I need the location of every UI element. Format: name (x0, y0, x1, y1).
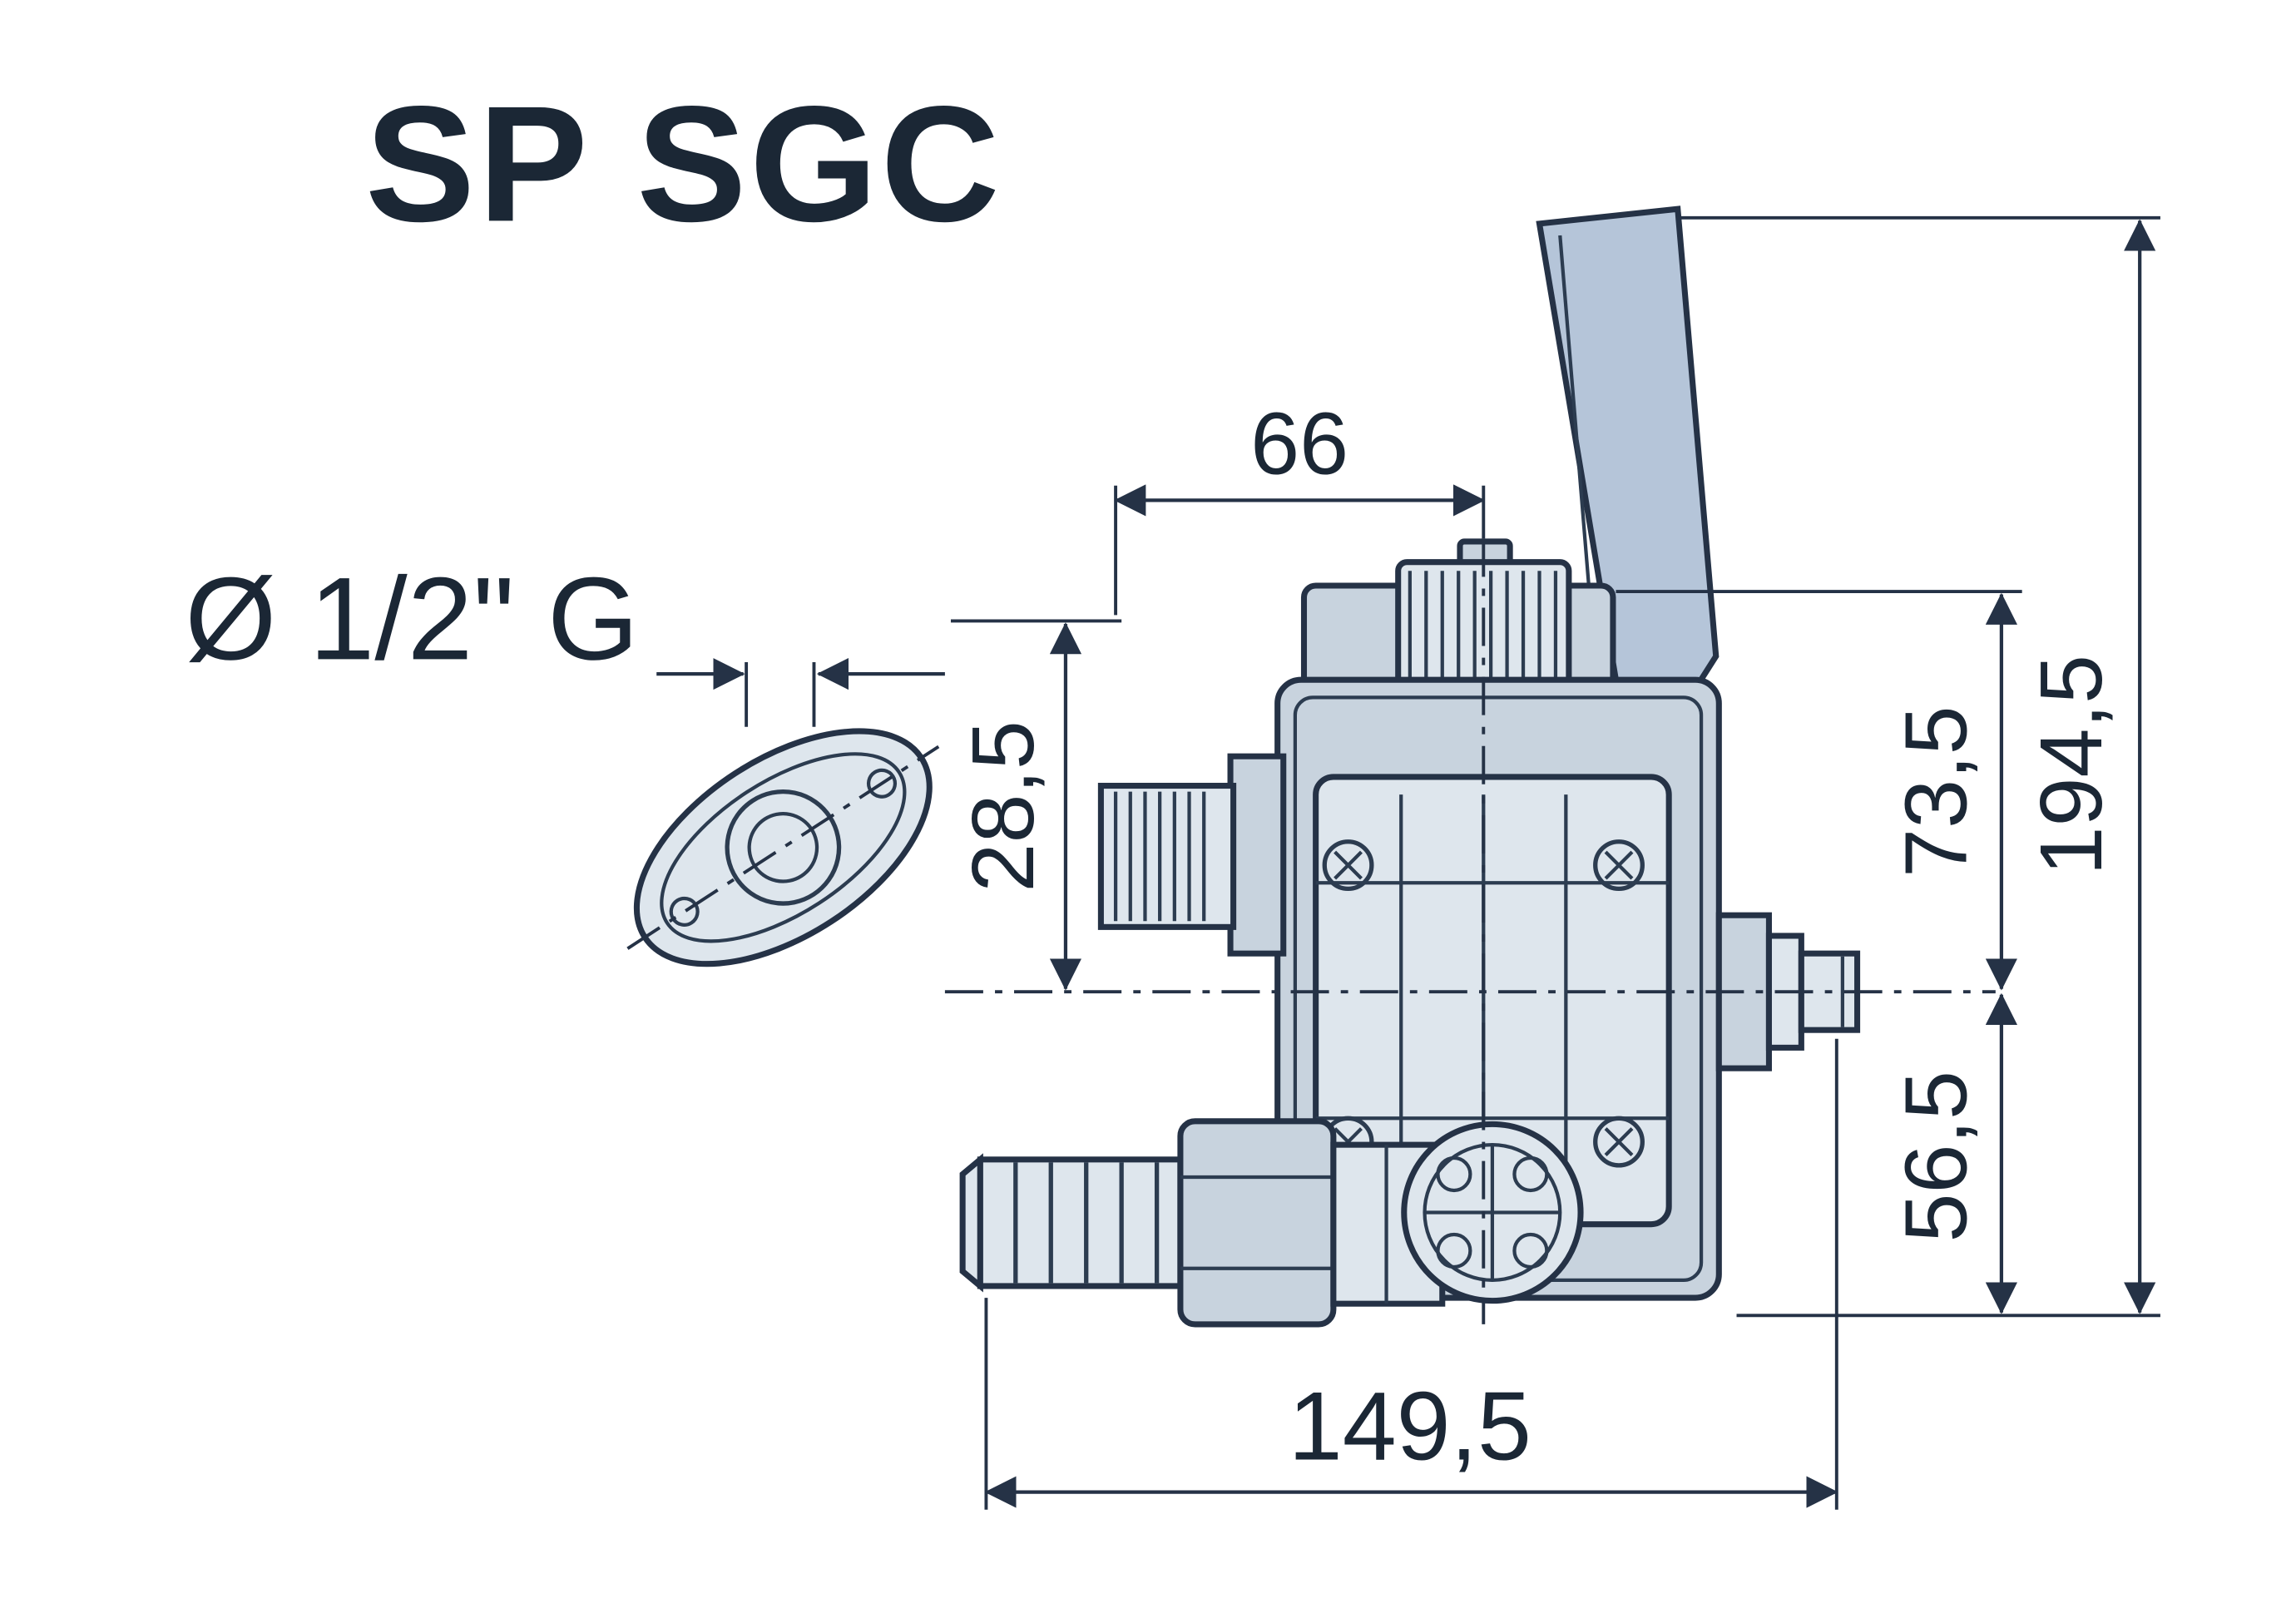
dim-label-top-width: 66 (1250, 395, 1348, 493)
dimension-overall-length: 149,5 (984, 1038, 1838, 1510)
dim-label-inlet-offset: 28,5 (954, 720, 1052, 893)
dimension-port: Ø 1/2" G (185, 552, 945, 727)
dimension-total-height: 194,5 (1680, 215, 2160, 1318)
screw-bottom-right (1593, 1116, 1645, 1168)
cap-thread-hatch (1408, 571, 1558, 689)
dimension-inlet-offset: 28,5 (950, 619, 1122, 991)
barb-ridges (1013, 1162, 1160, 1284)
dimension-upper-height: 73,5 (1616, 590, 2022, 991)
screw-top-left (1322, 839, 1374, 892)
threaded-port (1097, 753, 1287, 957)
dim-label-lower-height: 56,5 (1887, 1071, 1985, 1243)
hose-barb-fitting (959, 1118, 1446, 1328)
dim-label-overall-length: 149,5 (1289, 1372, 1531, 1481)
drawing-title: SP SGC (365, 72, 1002, 255)
front-flange (1401, 1121, 1584, 1304)
port-size-label: Ø 1/2" G (185, 552, 639, 684)
centerlines (944, 538, 1996, 1324)
dim-label-total-height: 194,5 (2022, 655, 2120, 876)
dimension-lower-height: 56,5 (1887, 992, 2018, 1314)
dim-label-upper-height: 73,5 (1887, 705, 1985, 878)
dimension-top-width: 66 (1114, 395, 1486, 616)
port-thread-hatch (1113, 791, 1206, 922)
oval-flange-part (626, 728, 940, 967)
screw-top-right (1593, 839, 1645, 892)
